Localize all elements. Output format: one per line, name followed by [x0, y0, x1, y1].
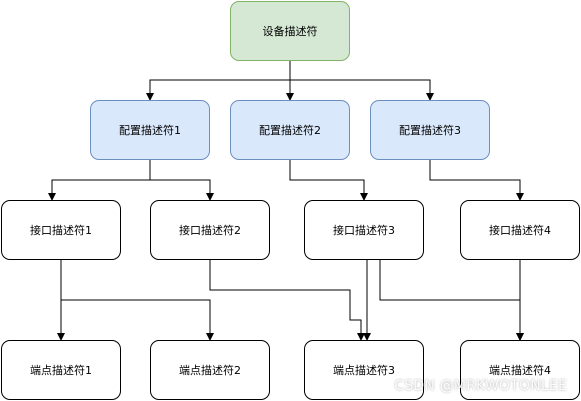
endpoint-descriptor-2-node: 端点描述符2	[150, 340, 270, 400]
interface-descriptor-4-node: 接口描述符4	[460, 200, 580, 260]
endpoint-descriptor-3-node: 端点描述符3	[304, 340, 424, 400]
edge-c1-to-i1	[48, 160, 151, 201]
node-label: 端点描述符4	[489, 364, 551, 377]
endpoint-descriptor-1-node: 端点描述符1	[1, 340, 121, 400]
edge-i1-to-e2	[60, 260, 214, 341]
edge-c3-to-i4	[429, 160, 524, 201]
config-descriptor-3-node: 配置描述符3	[370, 100, 490, 160]
node-label: 配置描述符3	[399, 124, 461, 137]
edge-c1-to-i2	[149, 160, 214, 201]
node-label: 端点描述符1	[30, 364, 92, 377]
node-label: 接口描述符2	[179, 224, 241, 237]
interface-descriptor-2-node: 接口描述符2	[150, 200, 270, 260]
node-label: 端点描述符3	[333, 364, 395, 377]
config-descriptor-1-node: 配置描述符1	[90, 100, 210, 160]
node-label: 配置描述符2	[259, 124, 321, 137]
node-label: 接口描述符4	[489, 224, 551, 237]
edge-i2-to-e3	[209, 260, 365, 341]
node-label: 设备描述符	[262, 25, 318, 38]
node-label: 接口描述符3	[333, 224, 395, 237]
node-label: 端点描述符2	[179, 364, 241, 377]
edge-device-to-c1	[146, 61, 291, 101]
endpoint-descriptor-4-node: 端点描述符4	[460, 340, 580, 400]
edge-device-to-c3	[289, 61, 434, 101]
edge-i3-to-e4	[379, 260, 524, 341]
node-label: 配置描述符1	[119, 124, 181, 137]
node-label: 接口描述符1	[30, 224, 92, 237]
watermark: CSDN @MRKWOTONLEE	[394, 378, 567, 394]
interface-descriptor-3-node: 接口描述符3	[304, 200, 424, 260]
interface-descriptor-1-node: 接口描述符1	[1, 200, 121, 260]
config-descriptor-2-node: 配置描述符2	[230, 100, 350, 160]
edge-c2-to-i3	[289, 160, 368, 201]
device-descriptor-node: 设备描述符	[230, 1, 350, 61]
